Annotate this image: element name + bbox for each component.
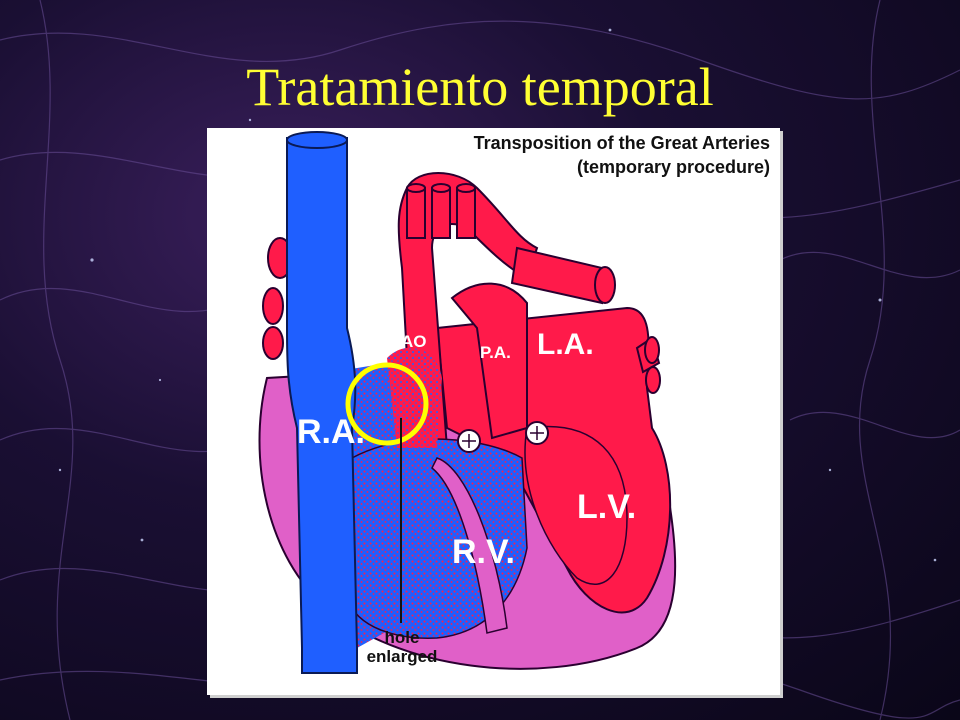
label-pulmonary-artery: P.A. bbox=[480, 343, 511, 362]
label-left-atrium: L.A. bbox=[537, 328, 594, 361]
label-hole-line1: hole bbox=[384, 628, 420, 647]
slide-title: Tratamiento temporal bbox=[246, 57, 714, 117]
label-hole-line2: enlarged bbox=[366, 647, 438, 666]
left-ventricle bbox=[524, 425, 628, 585]
septal-hole-highlight-ring bbox=[345, 362, 429, 446]
heart-diagram-figure: Transposition of the Great Arteries (tem… bbox=[207, 128, 780, 695]
label-left-ventricle: L.V. bbox=[577, 488, 637, 526]
label-right-atrium: R.A. bbox=[297, 413, 365, 451]
figure-heading-line2: (temporary procedure) bbox=[576, 157, 770, 177]
ventricular-septum bbox=[431, 457, 508, 634]
pulmonary-artery bbox=[450, 282, 528, 440]
heart-valves bbox=[457, 421, 549, 453]
pulmonary-veins-right bbox=[635, 336, 661, 394]
figure-heading-line1: Transposition of the Great Arteries bbox=[473, 133, 770, 153]
label-right-ventricle: R.V. bbox=[452, 533, 516, 571]
label-aorta: AO bbox=[401, 332, 427, 351]
aortic-branches bbox=[406, 183, 476, 239]
vena-cava-top bbox=[286, 131, 348, 149]
vena-cava bbox=[286, 137, 358, 674]
heart-illustration bbox=[258, 131, 677, 674]
label-hole-enlarged: hole enlarged bbox=[357, 628, 447, 666]
